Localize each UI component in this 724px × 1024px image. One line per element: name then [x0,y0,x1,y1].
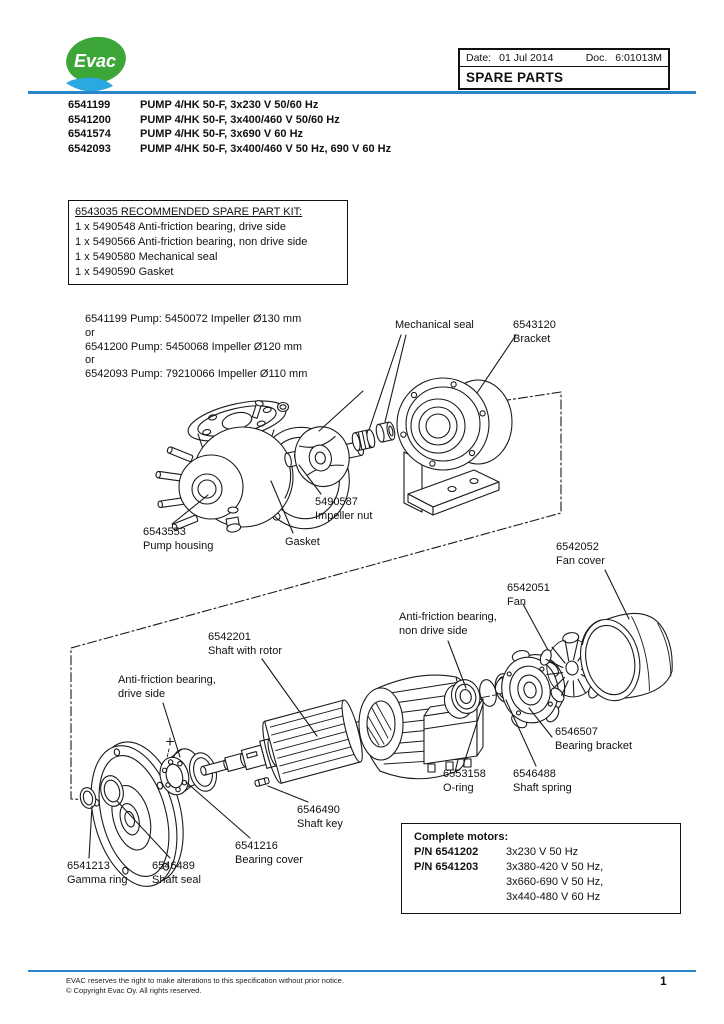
footer-line1: EVAC reserves the right to make alterati… [66,976,344,985]
date-label: Date: [466,52,492,64]
motor-desc: 3x380-420 V 50 Hz, 3x660-690 V 50 Hz, 3x… [506,861,604,903]
header-rule [28,91,696,94]
logo-blue-swoosh [66,77,113,92]
motor-pn: P/N 6541203 [414,861,479,873]
part-desc: PUMP 4/HK 50-F, 3x690 V 60 Hz [140,128,304,141]
gamma-ring-drawing [79,787,97,809]
part-desc: PUMP 4/HK 50-F, 3x400/460 V 50 Hz, 690 V… [140,142,392,155]
label-shaft-key: 6546490 Shaft key [297,804,343,830]
part-number: 6541574 [68,128,111,141]
list-item: 1 x 5490590 Gasket [75,266,174,278]
logo-green-blob [66,36,126,84]
label-gasket: Gasket [285,536,320,548]
bracket-drawing [396,377,513,516]
table-row: P/N 6541203 3x380-420 V 50 Hz, 3x660-690… [414,860,680,905]
label-impeller-options: 6541199 Pump: 5450072 Impeller Ø130 mm o… [85,313,308,381]
list-item: 6541574 PUMP 4/HK 50-F, 3x690 V 60 Hz [68,127,391,142]
label-bearing-ds: Anti-friction bearing, drive side [118,674,216,700]
list-item: 1 x 5490548 Anti-friction bearing, drive… [75,221,286,233]
part-desc: PUMP 4/HK 50-F, 3x400/460 V 50/60 Hz [140,113,340,126]
motor-pn: P/N 6541202 [414,846,479,858]
pump-housing-drawing [155,400,294,533]
label-fan-cover: 6542052 Fan cover [556,541,605,567]
label-mechanical-seal: Mechanical seal [395,319,474,331]
mechanical-seal-drawing [351,421,396,452]
label-shaft-seal: 6546489 Shaft seal [152,860,201,886]
table-row: P/N 6541202 3x230 V 50 Hz [414,845,680,860]
page-title: SPARE PARTS [466,70,564,85]
header-box: Date: 01 Jul 2014 Doc. 6:01013M SPARE PART… [458,48,670,90]
spare-kit-title: 6543035 RECOMMENDED SPARE PART KIT: [75,206,303,218]
label-bearing-nds: Anti-friction bearing, non drive side [399,611,497,637]
footer: EVAC reserves the right to make alterati… [66,976,344,995]
doc-value: 6:01013M [615,52,662,64]
bearing-bracket-drawing [494,649,566,729]
doc-label: Doc. [585,52,608,64]
label-o-ring: 6553158 O-ring [443,768,486,794]
motor-desc: 3x230 V 50 Hz [506,846,579,858]
label-pump-housing: 6543553 Pump housing [143,526,214,552]
logo-text: Evac [74,51,116,71]
motors-title: Complete motors: [414,831,509,843]
date-value: 01 Jul 2014 [499,52,554,64]
footer-line2: © Copyright Evac Oy. All rights reserved… [66,985,202,995]
footer-rule [28,970,696,972]
shaft-key-drawing [254,777,270,787]
shaft-seal-drawing [100,775,124,807]
label-fan: 6542051 Fan [507,582,550,608]
evac-logo: Evac [66,36,126,92]
label-bracket: 6543120 Bracket [513,319,556,345]
list-item: 6541200 PUMP 4/HK 50-F, 3x400/460 V 50/60… [68,113,391,128]
label-gamma-ring: 6541213 Gamma ring [67,860,128,886]
list-item: 1 x 5490580 Mechanical seal [75,251,218,263]
list-item: 6542093 PUMP 4/HK 50-F, 3x400/460 V 50 Hz… [68,142,391,157]
complete-motors-box: Complete motors: P/N 6541202 3x230 V 50 … [401,823,681,914]
part-desc: PUMP 4/HK 50-F, 3x230 V 50/60 Hz [140,99,319,111]
bearing-non-drive-side-drawing [443,679,481,719]
list-item: 6541199 PUMP 4/HK 50-F, 3x230 V 50/60 Hz [68,98,391,113]
label-bearing-bracket: 6546507 Bearing bracket [555,726,633,752]
leader-lines [88,334,630,859]
date-group: Date: 01 Jul 2014 [466,52,553,64]
page-number: 1 [660,974,667,988]
fan-cover-drawing [580,612,673,702]
spare-kit-box: 6543035 RECOMMENDED SPARE PART KIT: 1 x … [68,200,348,285]
part-number: 6542093 [68,142,111,155]
part-number: 6541199 [68,99,111,111]
part-number: 6541200 [68,113,111,126]
label-shaft-with-rotor: 6542201 Shaft with rotor [208,631,282,657]
fastener-drawing [251,400,290,419]
doc-group: Doc. 6:01013M [586,52,662,64]
list-item: 1 x 5490566 Anti-friction bearing, non d… [75,236,308,248]
label-shaft-spring: 6546488 Shaft spring [513,768,572,794]
label-impeller-nut: 5490587 Impeller nut [315,496,373,522]
header-meta-row: Date: 01 Jul 2014 Doc. 6:01013M [460,50,668,67]
label-bearing-cover: 6541216 Bearing cover [235,840,303,866]
